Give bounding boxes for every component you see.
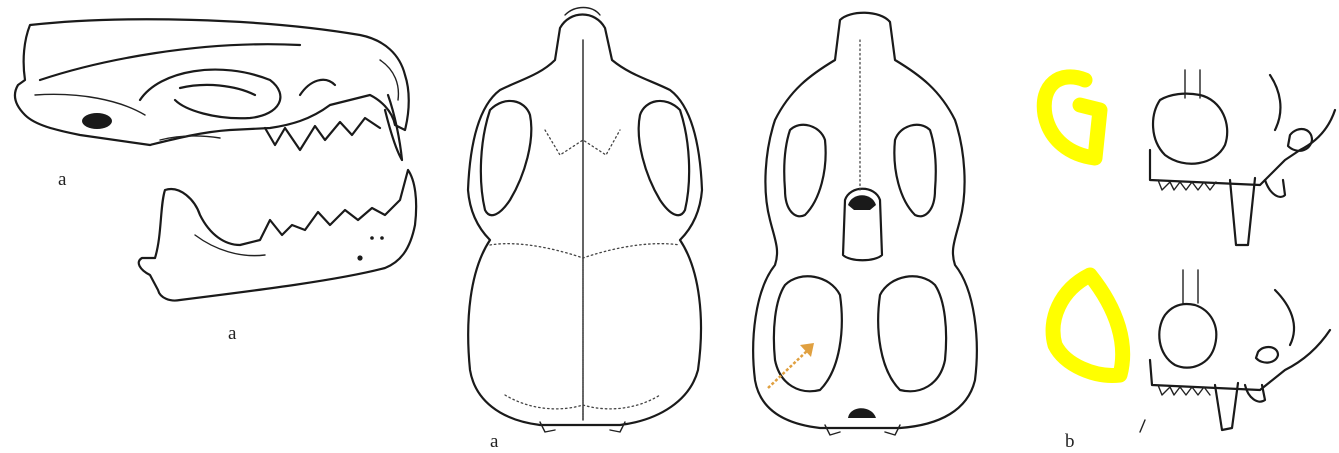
- label-dorsal-view: a: [490, 432, 498, 451]
- label-lateral-mandible: a: [228, 324, 236, 343]
- dorsal-view: [468, 8, 702, 433]
- highlight-upper: [1044, 77, 1100, 158]
- ventral-view: [753, 13, 977, 435]
- highlight-lower: [1053, 275, 1123, 375]
- lateral-cranium: [15, 19, 409, 160]
- label-lateral-skull: a: [58, 170, 66, 189]
- front-detail: [1044, 70, 1335, 432]
- lateral-mandible: [139, 170, 416, 301]
- label-front-detail: b: [1065, 432, 1075, 451]
